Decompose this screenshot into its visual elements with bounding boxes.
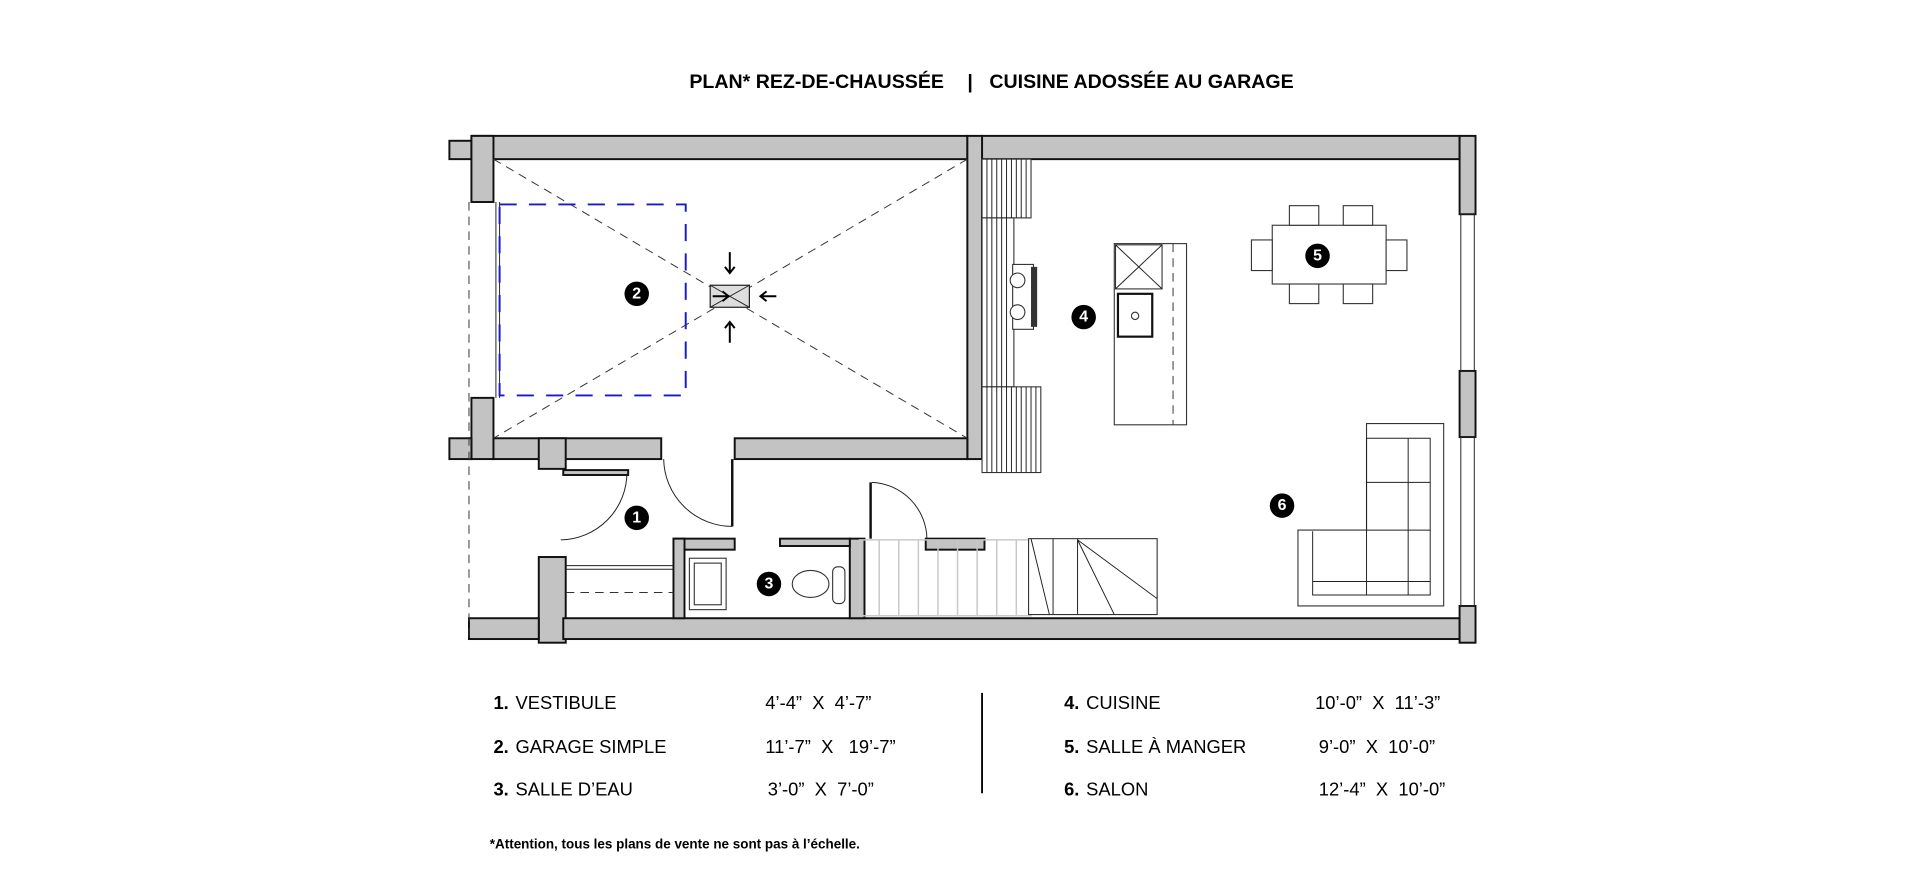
- svg-text:6.: 6.: [1064, 779, 1079, 800]
- doors: [560, 459, 928, 541]
- room-1-badge: 1: [624, 505, 649, 531]
- svg-text:6: 6: [1278, 497, 1287, 514]
- legend-row: 6. SALON 12’-4” X 10’-0”: [1064, 779, 1445, 800]
- kitchen-island: [1113, 243, 1188, 426]
- svg-text:3’-0” X 7’-0”: 3’-0” X 7’-0”: [768, 779, 874, 800]
- svg-text:3: 3: [765, 575, 774, 592]
- scale-disclaimer: *Attention, tous les plans de vente ne s…: [490, 836, 860, 851]
- svg-text:SALON: SALON: [1086, 779, 1148, 800]
- svg-text:3.: 3.: [493, 779, 508, 800]
- svg-text:CUISINE: CUISINE: [1086, 692, 1160, 713]
- svg-text:SALLE À MANGER: SALLE À MANGER: [1086, 736, 1246, 757]
- legend-row: 1. VESTIBULE 4’-4” X 4’-7”: [493, 692, 871, 713]
- svg-text:10’-0” X 11’-3”: 10’-0” X 11’-3”: [1315, 692, 1440, 713]
- svg-text:VESTIBULE: VESTIBULE: [516, 692, 617, 713]
- closet: [565, 565, 674, 594]
- room-4-badge: 4: [1071, 304, 1096, 330]
- svg-text:4’-4” X 4’-7”: 4’-4” X 4’-7”: [765, 692, 871, 713]
- room-2-badge: 2: [624, 281, 649, 307]
- title-left: PLAN* REZ-DE-CHAUSSÉE: [689, 70, 944, 93]
- kitchen-counter: [981, 158, 1042, 474]
- room-5-badge: 5: [1305, 243, 1330, 269]
- svg-text:2.: 2.: [493, 736, 508, 757]
- stairs: [858, 538, 1158, 617]
- room-3-badge: 3: [756, 571, 782, 597]
- sectional-sofa: [1297, 423, 1445, 607]
- svg-text:1.: 1.: [493, 692, 508, 713]
- legend-row: 3. SALLE D’EAU 3’-0” X 7’-0”: [493, 779, 873, 800]
- svg-text:2: 2: [632, 285, 641, 302]
- page-title: PLAN* REZ-DE-CHAUSSÉE | CUISINE ADOSSÉE …: [689, 70, 1293, 93]
- svg-text:SALLE D’EAU: SALLE D’EAU: [516, 779, 633, 800]
- svg-text:GARAGE SIMPLE: GARAGE SIMPLE: [516, 736, 667, 757]
- garage-slope-lines: [493, 158, 968, 439]
- svg-text:12’-4” X 10’-0”: 12’-4” X 10’-0”: [1319, 779, 1446, 800]
- floor-drain-icon: [709, 252, 777, 343]
- svg-text:4: 4: [1079, 309, 1088, 326]
- legend-row: 2. GARAGE SIMPLE 11’-7” X 19’-7”: [493, 736, 895, 757]
- overhead-door-outline: [498, 203, 687, 397]
- floor-plan: 1 2 3 4 5 6: [448, 134, 1477, 644]
- title-right: CUISINE ADOSSÉE AU GARAGE: [989, 70, 1293, 93]
- svg-text:5: 5: [1313, 247, 1322, 264]
- legend-row: 4. CUISINE 10’-0” X 11’-3”: [1064, 692, 1440, 713]
- svg-text:11’-7” X 19’-7”: 11’-7” X 19’-7”: [765, 736, 895, 757]
- svg-text:5.: 5.: [1064, 736, 1079, 757]
- bathroom-fixtures: [688, 557, 846, 611]
- svg-text:1: 1: [632, 509, 641, 526]
- svg-text:9’-0” X 10’-0”: 9’-0” X 10’-0”: [1319, 736, 1435, 757]
- legend-row: 5. SALLE À MANGER 9’-0” X 10’-0”: [1064, 736, 1435, 757]
- svg-text:4.: 4.: [1064, 692, 1079, 713]
- room-6-badge: 6: [1269, 493, 1295, 518]
- room-legend: 1. VESTIBULE 4’-4” X 4’-7” 2. GARAGE SIM…: [493, 692, 1445, 800]
- walls: [448, 134, 1477, 644]
- title-separator: |: [967, 71, 972, 93]
